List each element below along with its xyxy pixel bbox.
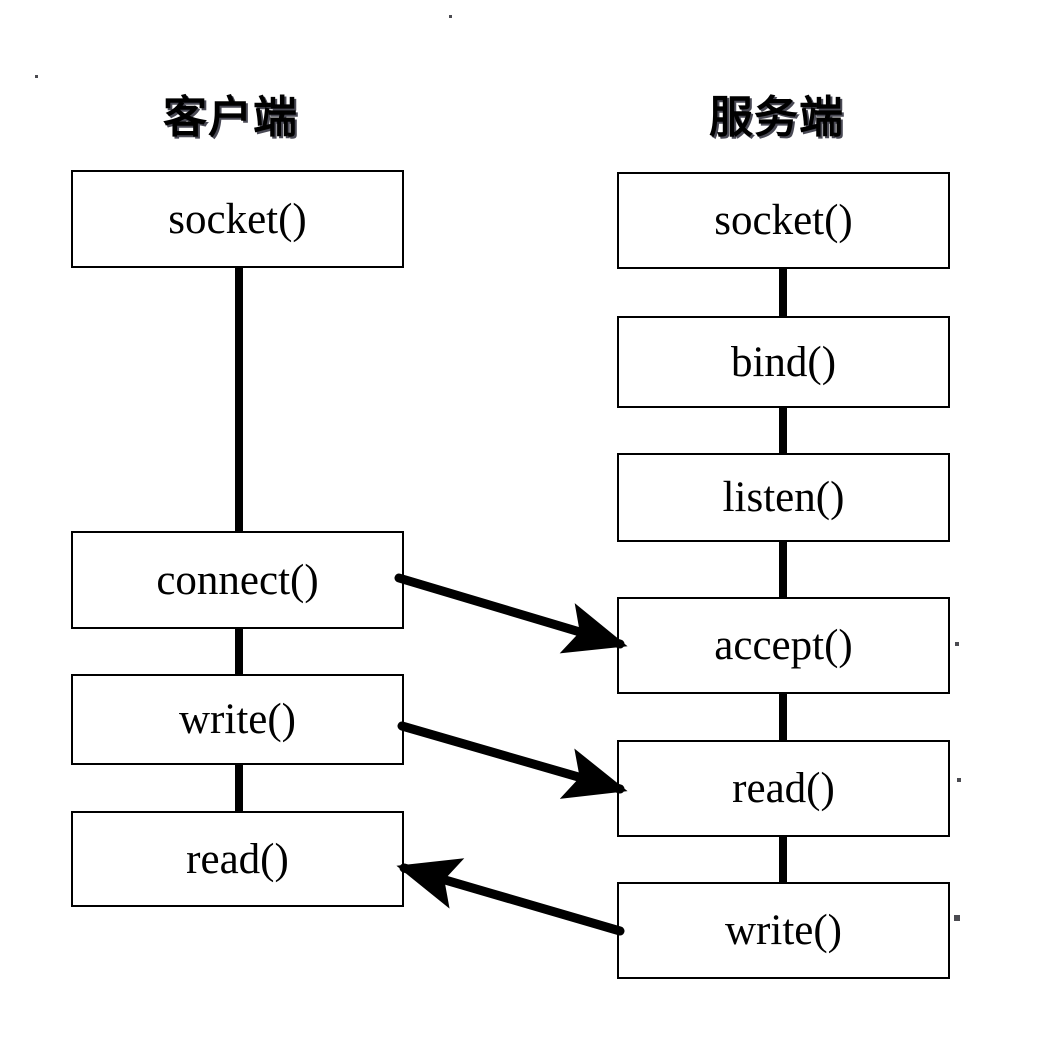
client-column-title: 客户端	[163, 92, 298, 143]
client-connector-socket-connect	[235, 266, 243, 534]
node-client-write[interactable]: write()	[71, 674, 404, 765]
arrow-client-write-to-server-read	[397, 721, 628, 799]
node-server-read[interactable]: read()	[617, 740, 950, 837]
arrow-server-write-to-client-read	[396, 858, 625, 936]
node-client-socket[interactable]: socket()	[71, 170, 404, 268]
node-label: accept()	[714, 622, 853, 669]
node-label: read()	[186, 835, 289, 883]
server-connector-read-write	[779, 835, 787, 883]
server-connector-bind-listen	[779, 406, 787, 454]
node-label: write()	[725, 907, 842, 954]
scan-speck	[35, 75, 38, 78]
node-client-connect[interactable]: connect()	[71, 531, 404, 629]
server-connector-accept-read	[779, 693, 787, 741]
client-connector-connect-write	[235, 626, 243, 676]
scan-speck	[449, 15, 452, 18]
node-label: listen()	[722, 474, 845, 521]
node-label: read()	[732, 765, 835, 812]
node-label: connect()	[156, 556, 319, 604]
server-connector-listen-accept	[779, 540, 787, 598]
node-client-read[interactable]: read()	[71, 811, 404, 907]
node-server-write[interactable]: write()	[617, 882, 950, 979]
node-label: bind()	[730, 338, 837, 386]
scan-speck	[954, 915, 960, 921]
node-server-listen[interactable]: listen()	[617, 453, 950, 542]
node-server-bind[interactable]: bind()	[617, 316, 950, 408]
client-connector-write-read	[235, 763, 243, 813]
node-label: socket()	[714, 197, 853, 244]
server-connector-socket-bind	[779, 268, 787, 317]
scan-speck	[957, 778, 961, 782]
server-column-title: 服务端	[709, 92, 844, 143]
scan-speck	[955, 642, 959, 646]
arrow-connect-to-accept	[394, 573, 628, 654]
node-server-accept[interactable]: accept()	[617, 597, 950, 694]
node-server-socket[interactable]: socket()	[617, 172, 950, 269]
node-label: write()	[179, 696, 296, 743]
node-label: socket()	[168, 195, 307, 243]
